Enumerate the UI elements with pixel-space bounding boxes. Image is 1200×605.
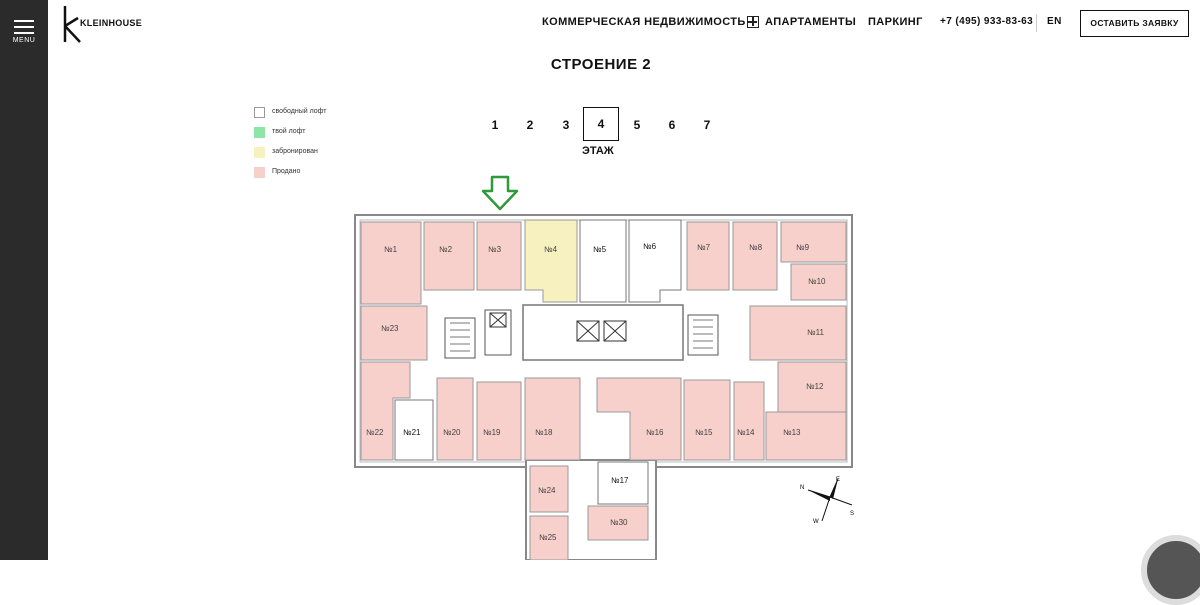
unit-label: №13 (783, 428, 801, 437)
unit-label: №9 (796, 243, 810, 252)
legend-label: твой лофт (272, 128, 306, 135)
unit-label: №24 (538, 486, 556, 495)
unit-8[interactable] (732, 221, 778, 291)
legend-item-free: свободный лофт (254, 107, 327, 128)
language-switch[interactable]: EN (1047, 16, 1062, 27)
unit-label: №14 (737, 428, 755, 437)
apartments-icon (747, 16, 759, 28)
unit-label: №5 (593, 245, 607, 254)
floor-plan: №1 №2 №3 №4 №5 №6 №7 №8 №9 №10 №11 №12 №… (354, 214, 853, 560)
floor-1[interactable]: 1 (491, 118, 499, 132)
logo-text[interactable]: KLEINHOUSE (80, 18, 143, 28)
legend-item-reserved: забронирован (254, 147, 327, 168)
unit-6[interactable] (628, 219, 682, 303)
legend-swatch (254, 147, 265, 158)
unit-9[interactable] (780, 221, 847, 263)
legend-item-yours: твой лофт (254, 127, 327, 148)
unit-label: №8 (749, 243, 763, 252)
unit-label: №15 (695, 428, 713, 437)
unit-13[interactable] (765, 411, 847, 461)
unit-20[interactable] (436, 377, 474, 461)
unit-5[interactable] (579, 219, 627, 303)
menu-label[interactable]: MENU (12, 37, 36, 44)
compass-icon: N S E W (800, 477, 854, 525)
phone-link[interactable]: +7 (495) 933-83-63 (940, 16, 1034, 27)
building-title: СТРОЕНИЕ 2 (550, 56, 652, 73)
unit-label: №19 (483, 428, 501, 437)
unit-label: №6 (643, 242, 657, 251)
logo-icon[interactable] (60, 4, 150, 44)
unit-label: №21 (403, 428, 421, 437)
unit-label: №2 (439, 245, 453, 254)
compass-w: W (813, 519, 819, 525)
floor-4-active[interactable]: 4 (583, 107, 619, 141)
legend-swatch (254, 107, 265, 118)
nav-commercial[interactable]: КОММЕРЧЕСКАЯ НЕДВИЖИМОСТЬ (542, 16, 746, 28)
unit-label: №22 (366, 428, 384, 437)
legend-swatch (254, 167, 265, 178)
chat-widget-button[interactable] (1141, 535, 1200, 605)
unit-10[interactable] (790, 263, 847, 301)
unit-label: №16 (646, 428, 664, 437)
request-button[interactable]: ОСТАВИТЬ ЗАЯВКУ (1080, 10, 1189, 37)
nav-parking[interactable]: ПАРКИНГ (868, 16, 923, 28)
down-arrow-icon (481, 175, 519, 211)
unit-3[interactable] (476, 221, 522, 291)
floor-2[interactable]: 2 (526, 118, 534, 132)
floor-3[interactable]: 3 (562, 118, 570, 132)
unit-2[interactable] (423, 221, 475, 291)
unit-label: №4 (544, 245, 558, 254)
unit-15[interactable] (683, 379, 731, 461)
floor-label: ЭТАЖ (582, 145, 614, 157)
unit-label: №25 (539, 533, 557, 542)
legend: свободный лофт твой лофт забронирован Пр… (254, 107, 327, 188)
unit-24[interactable] (529, 465, 569, 513)
unit-30[interactable] (587, 505, 649, 541)
unit-label: №12 (806, 382, 824, 391)
unit-22[interactable] (360, 361, 411, 461)
unit-label: №18 (535, 428, 553, 437)
floor-5[interactable]: 5 (633, 118, 641, 132)
unit-21[interactable] (394, 399, 434, 461)
unit-label: №3 (488, 245, 502, 254)
unit-label: №10 (808, 277, 826, 286)
legend-label: Продано (272, 168, 301, 175)
legend-label: свободный лофт (272, 108, 327, 115)
legend-label: забронирован (272, 148, 318, 155)
menu-icon[interactable] (14, 20, 34, 34)
unit-1[interactable] (360, 221, 422, 305)
unit-label: №23 (381, 324, 399, 333)
legend-swatch (254, 127, 265, 138)
unit-4[interactable] (524, 219, 578, 303)
unit-17[interactable] (597, 461, 649, 505)
unit-14[interactable] (733, 381, 765, 461)
compass-n: N (800, 485, 804, 491)
compass-e: E (836, 477, 840, 483)
unit-label: №20 (443, 428, 461, 437)
unit-label: №7 (697, 243, 711, 252)
unit-18[interactable] (524, 377, 581, 461)
floor-6[interactable]: 6 (668, 118, 676, 132)
unit-19[interactable] (476, 381, 522, 461)
divider (1036, 14, 1037, 32)
unit-11[interactable] (749, 305, 847, 361)
unit-25[interactable] (529, 515, 569, 560)
unit-label: №30 (610, 518, 628, 527)
floor-7[interactable]: 7 (703, 118, 711, 132)
unit-label: №1 (384, 245, 398, 254)
unit-23[interactable] (360, 305, 428, 361)
unit-label: №11 (807, 328, 824, 337)
sidebar: MENU (0, 0, 48, 560)
legend-item-sold: Продано (254, 167, 327, 188)
unit-7[interactable] (686, 221, 730, 291)
nav-apartments[interactable]: АПАРТАМЕНТЫ (765, 16, 857, 28)
unit-16[interactable] (596, 377, 682, 461)
unit-label: №17 (611, 476, 629, 485)
compass-s: S (850, 511, 854, 517)
